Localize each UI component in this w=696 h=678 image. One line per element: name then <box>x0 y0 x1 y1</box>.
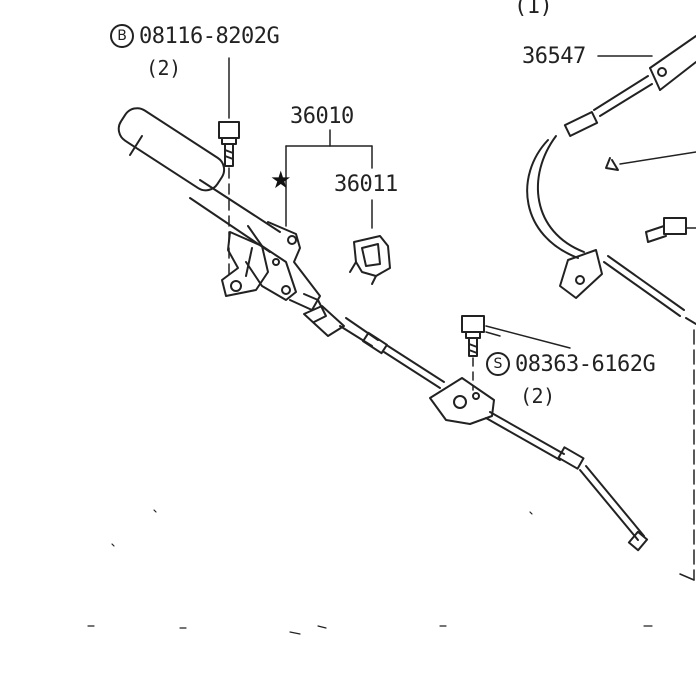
bolt-b-marker: B <box>110 24 134 48</box>
scan-specks <box>87 509 653 635</box>
bolt-b-icon <box>218 57 240 277</box>
bolt-s-part-number: 08363-6162G <box>515 352 656 377</box>
star-marker-icon: ★ <box>270 166 292 194</box>
bracket-36011-label: 36011 <box>334 172 398 197</box>
intermediate-cable <box>303 305 649 552</box>
bolt-b-qty: (2) <box>146 56 181 80</box>
bolt-s-icon <box>461 315 571 391</box>
bracket-36011-icon <box>349 235 391 285</box>
bolt-b-part-number: 08116-8202G <box>139 24 280 49</box>
cable-36547-label: 36547 <box>522 44 586 69</box>
bolt-s-marker: S <box>486 352 510 376</box>
bolt-s-qty: (2) <box>520 384 555 408</box>
leader-36010 <box>285 129 373 229</box>
rear-cable-36547 <box>526 35 696 581</box>
lever-36010-label: 36010 <box>290 104 354 129</box>
top-qty-label: (1) <box>514 0 553 19</box>
